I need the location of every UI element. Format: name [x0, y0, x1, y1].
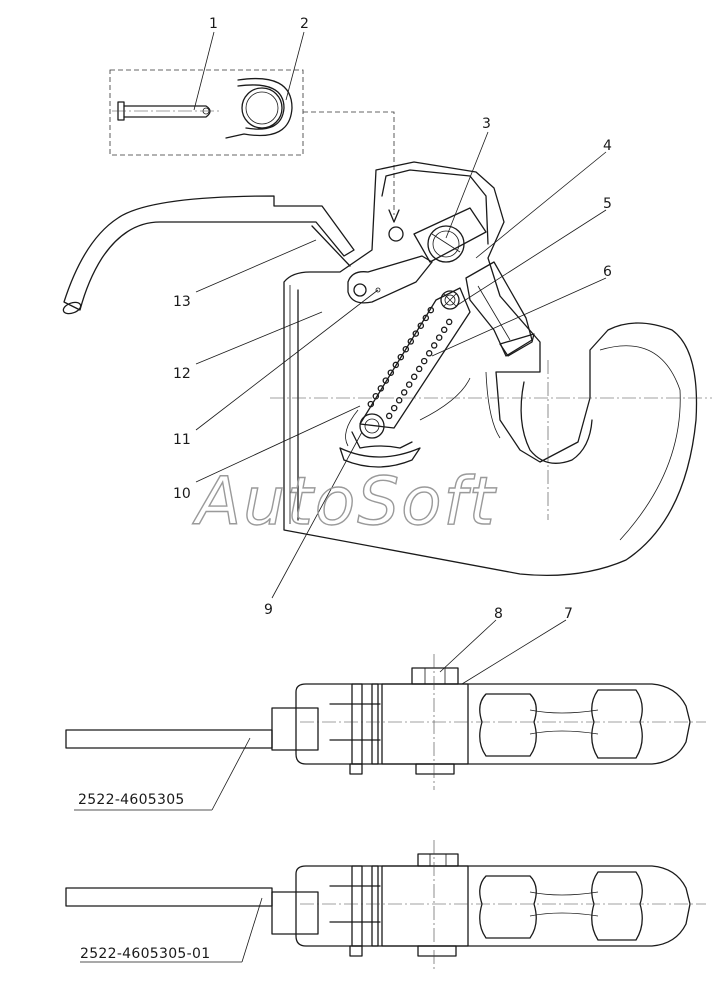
spring-coil [367, 400, 375, 408]
callout-7: 7 [564, 606, 573, 622]
spring-coil [395, 397, 403, 404]
lock-bolt [413, 207, 487, 263]
spring-coil [440, 326, 448, 334]
callout-12: 12 [173, 366, 191, 382]
callout-4: 4 [603, 138, 612, 154]
spring-coil [405, 381, 413, 388]
callout-10: 10 [173, 486, 191, 502]
callout-11: 11 [173, 432, 191, 448]
spring-coil [372, 392, 380, 400]
spring-coil [407, 338, 415, 345]
spring-coil [417, 322, 425, 329]
front-view [62, 161, 712, 576]
latch-plate [347, 255, 433, 304]
spring-coil [430, 342, 438, 349]
callout-13: 13 [173, 294, 191, 310]
spring-coil [382, 377, 390, 384]
top-view-2 [65, 840, 706, 970]
spring-coil [377, 385, 385, 392]
handle-lever [63, 195, 355, 311]
housing-body [283, 161, 698, 576]
spring-coil [415, 365, 423, 373]
callout-5: 5 [603, 196, 612, 212]
top-view-1 [65, 654, 706, 811]
leader-lines [193, 31, 607, 685]
spring-coil [435, 334, 443, 341]
callout-9: 9 [264, 602, 273, 618]
callout-2: 2 [300, 16, 309, 32]
spring-coil [427, 306, 435, 314]
spring-clip-part [225, 77, 293, 139]
spring-coil [390, 404, 398, 412]
spring-coil [445, 318, 453, 326]
spring-coil [410, 373, 418, 381]
spring-coil [422, 314, 430, 322]
spring-guide-assembly [359, 287, 471, 439]
callout-8: 8 [494, 606, 503, 622]
pin-part [112, 101, 222, 121]
callout-3: 3 [482, 116, 491, 132]
spring-coil [402, 345, 410, 353]
spring-coil [385, 412, 393, 420]
spring-coil [420, 357, 428, 365]
watermark: AutoSoft [192, 463, 497, 540]
part-number-bottom: 2522-4605305-01 [80, 946, 210, 962]
coil-spring [367, 306, 453, 420]
callout-1: 1 [209, 16, 218, 32]
detail-box [109, 69, 400, 223]
spring-coil [397, 353, 405, 361]
spring-coil [400, 389, 408, 396]
pawl [465, 261, 533, 357]
part-number-top: 2522-4605305 [78, 792, 185, 808]
callout-labels: 1 2 3 4 5 6 7 8 9 10 11 12 13 [173, 16, 612, 622]
callout-6: 6 [603, 264, 612, 280]
spring-coil [412, 330, 420, 337]
spring-coil [387, 369, 395, 376]
spring-coil [392, 361, 400, 369]
spring-coil [425, 350, 433, 357]
